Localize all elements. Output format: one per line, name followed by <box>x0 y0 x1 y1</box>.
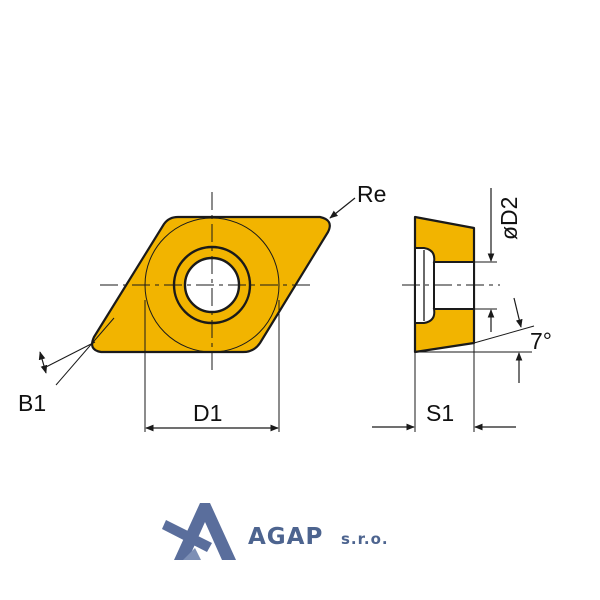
agap-logo-mark <box>162 503 236 560</box>
insert-front-view <box>91 192 331 372</box>
logo-name: AGAP <box>248 524 323 550</box>
d2-dimension <box>474 188 497 332</box>
agap-logo: AGAP s.r.o. <box>162 503 389 560</box>
s1-dimension <box>372 343 516 432</box>
logo-suffix: s.r.o. <box>341 530 389 548</box>
s1-label: S1 <box>426 400 454 426</box>
d2-label: øD2 <box>496 197 522 240</box>
d1-label: D1 <box>193 400 222 426</box>
re-leader-arrow <box>329 197 356 219</box>
d1-dimension <box>144 300 280 432</box>
re-label: Re <box>357 181 386 207</box>
insert-side-view <box>402 215 500 354</box>
b1-label: B1 <box>18 390 46 416</box>
angle-label: 7° <box>530 328 552 354</box>
b1-dimension <box>38 317 115 386</box>
